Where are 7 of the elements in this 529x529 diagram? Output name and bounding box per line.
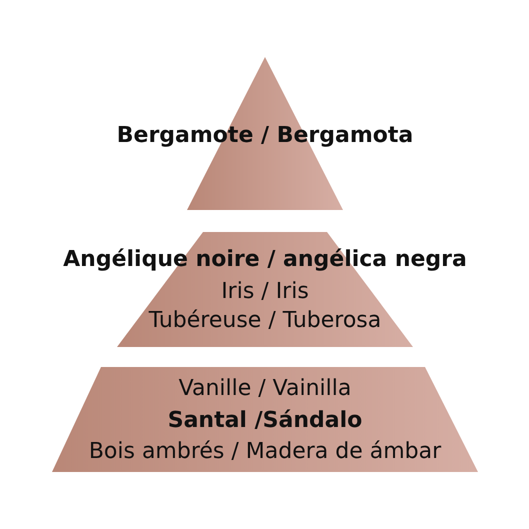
note-text: Bois ambrés / Madera de ámbar: [88, 439, 442, 465]
note-text: Santal /Sándalo: [166, 408, 364, 434]
note-text: Vanille / Vainilla: [178, 376, 352, 402]
note-text: Tubéreuse / Tuberosa: [148, 308, 382, 334]
note-text: Iris / Iris: [220, 279, 310, 305]
note-text: Bergamote / Bergamota: [116, 123, 414, 149]
note-text: Angélique noire / angélica negra: [62, 247, 468, 273]
